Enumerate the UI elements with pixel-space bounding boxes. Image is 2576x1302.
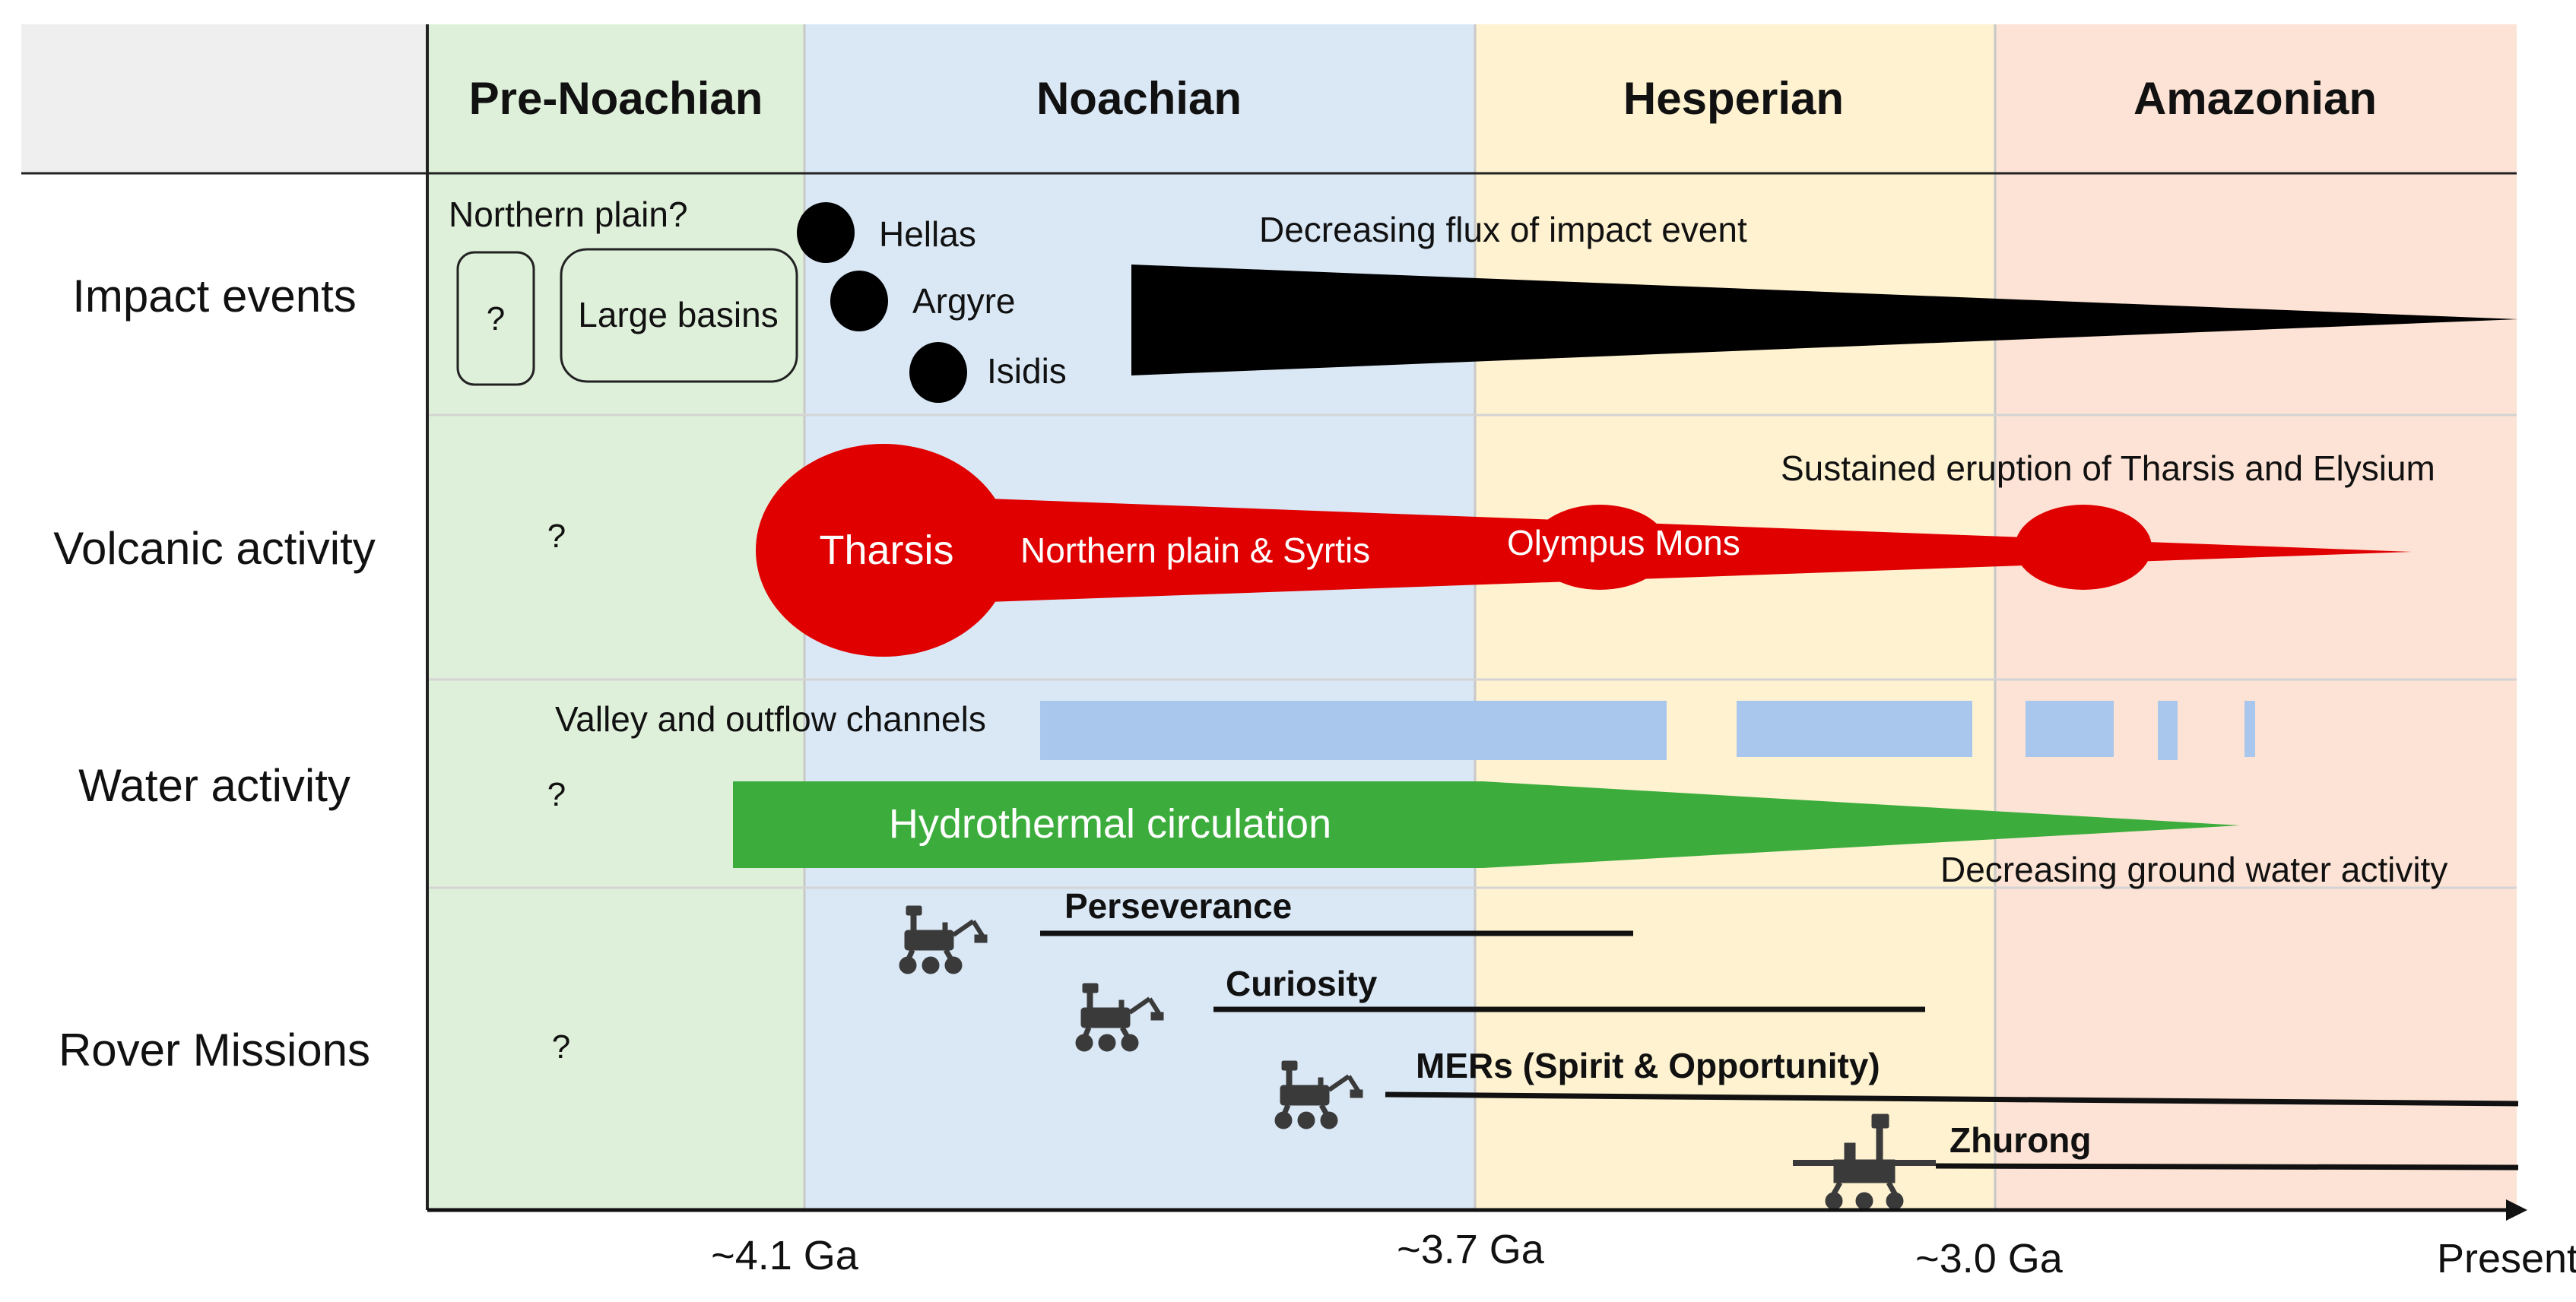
zhurong-label: Zhurong (1949, 1120, 2092, 1160)
axis-tick-3-0ga: ~3.0 Ga (1915, 1236, 2064, 1281)
perseverance-label: Perseverance (1064, 886, 1292, 926)
mers-label: MERs (Spirit & Opportunity) (1416, 1046, 1880, 1085)
large-basins-label: Large basins (578, 295, 778, 334)
channel-bar (2244, 701, 2255, 757)
impact-flux-wedge (1131, 265, 2518, 375)
row-label-impact: Impact events (72, 271, 357, 322)
zhurong-timeline (1935, 1163, 2519, 1171)
row-label-water: Water activity (78, 760, 351, 811)
argyre-label: Argyre (912, 281, 1015, 321)
unknown-rover-mark: ? (552, 1028, 570, 1066)
era-label-pre-noachian: Pre-Noachian (469, 73, 763, 124)
hydrothermal-label: Hydrothermal circulation (889, 801, 1331, 847)
era-amazonian-bg (1995, 24, 2517, 1210)
hellas-basin-marker (797, 202, 855, 263)
hydrothermal-shape (733, 781, 2240, 868)
unknown-water-mark: ? (547, 776, 566, 813)
elysium-eruption-marker (2015, 505, 2152, 590)
argyre-basin-marker (830, 271, 888, 331)
large-basins-box (560, 248, 798, 383)
curiosity-label: Curiosity (1226, 964, 1378, 1003)
axis-tick-3-7ga: ~3.7 Ga (1397, 1227, 1545, 1272)
time-axis-arrowhead (2506, 1199, 2527, 1221)
unknown-volcanic-mark: ? (547, 518, 566, 555)
era-label-hesperian: Hesperian (1623, 73, 1844, 124)
channel-bar (1737, 701, 1972, 757)
tharsis-marker (756, 444, 1011, 657)
sustained-eruption-label: Sustained eruption of Tharsis and Elysiu… (1781, 448, 2435, 488)
isidis-label: Isidis (987, 351, 1067, 391)
row-label-volcanic: Volcanic activity (53, 523, 376, 574)
header-left-bg (21, 24, 427, 173)
row-label-rover: Rover Missions (59, 1025, 370, 1075)
impact-flux-label: Decreasing flux of impact event (1259, 210, 1747, 249)
olympus-mons-marker (1531, 505, 1668, 590)
volcanic-flux-wedge (988, 499, 2412, 602)
era-label-amazonian: Amazonian (2133, 73, 2377, 124)
channel-bar (1040, 701, 1667, 760)
hellas-label: Hellas (879, 214, 976, 254)
axis-tick-4-1ga: ~4.1 Ga (711, 1233, 859, 1278)
channel-bar (2026, 701, 2114, 757)
era-label-noachian: Noachian (1036, 73, 1242, 124)
channel-bar (2158, 701, 2178, 760)
axis-tick-present: Present (2437, 1236, 2576, 1281)
mers-timeline (1385, 1091, 2519, 1107)
isidis-basin-marker (909, 342, 967, 403)
unknown-impact-box (456, 251, 535, 386)
groundwater-label: Decreasing ground water activity (1940, 850, 2448, 889)
tharsis-label: Tharsis (819, 527, 953, 573)
channels-label: Valley and outflow channels (555, 699, 986, 739)
unknown-impact-mark: ? (487, 300, 505, 337)
northern-plain-label: Northern plain? (449, 195, 688, 234)
era-pre-noachian-bg (427, 24, 804, 1210)
northern-syrtis-label: Northern plain & Syrtis (1020, 531, 1370, 570)
olympus-mons-label: Olympus Mons (1507, 523, 1740, 562)
era-hesperian-bg (1475, 24, 1995, 1210)
